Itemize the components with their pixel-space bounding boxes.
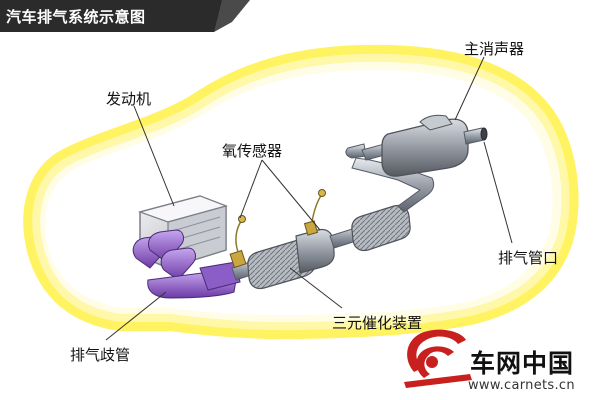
title-banner-background: [0, 0, 250, 32]
label-catalytic-converter: 三元催化装置: [332, 314, 423, 332]
exhaust-manifold-shape: [132, 229, 241, 299]
catalytic-converter-shape: [247, 189, 411, 290]
label-muffler: 主消声器: [464, 40, 525, 58]
title-banner: 汽车排气系统示意图: [0, 0, 250, 32]
logo-name: 车网中国: [470, 349, 575, 378]
logo-url: www.carnets.cn: [468, 378, 575, 393]
label-engine: 发动机: [106, 90, 152, 108]
label-oxygen-sensor: 氧传感器: [222, 142, 283, 160]
carnets-logo-emblem: [404, 329, 472, 388]
label-tailpipe: 排气管口: [498, 249, 559, 267]
main-muffler-shape: [381, 114, 488, 177]
diagram-title: 汽车排气系统示意图: [6, 8, 146, 26]
leader-lines: [105, 56, 513, 341]
label-exhaust-manifold: 排气歧管: [70, 346, 131, 364]
